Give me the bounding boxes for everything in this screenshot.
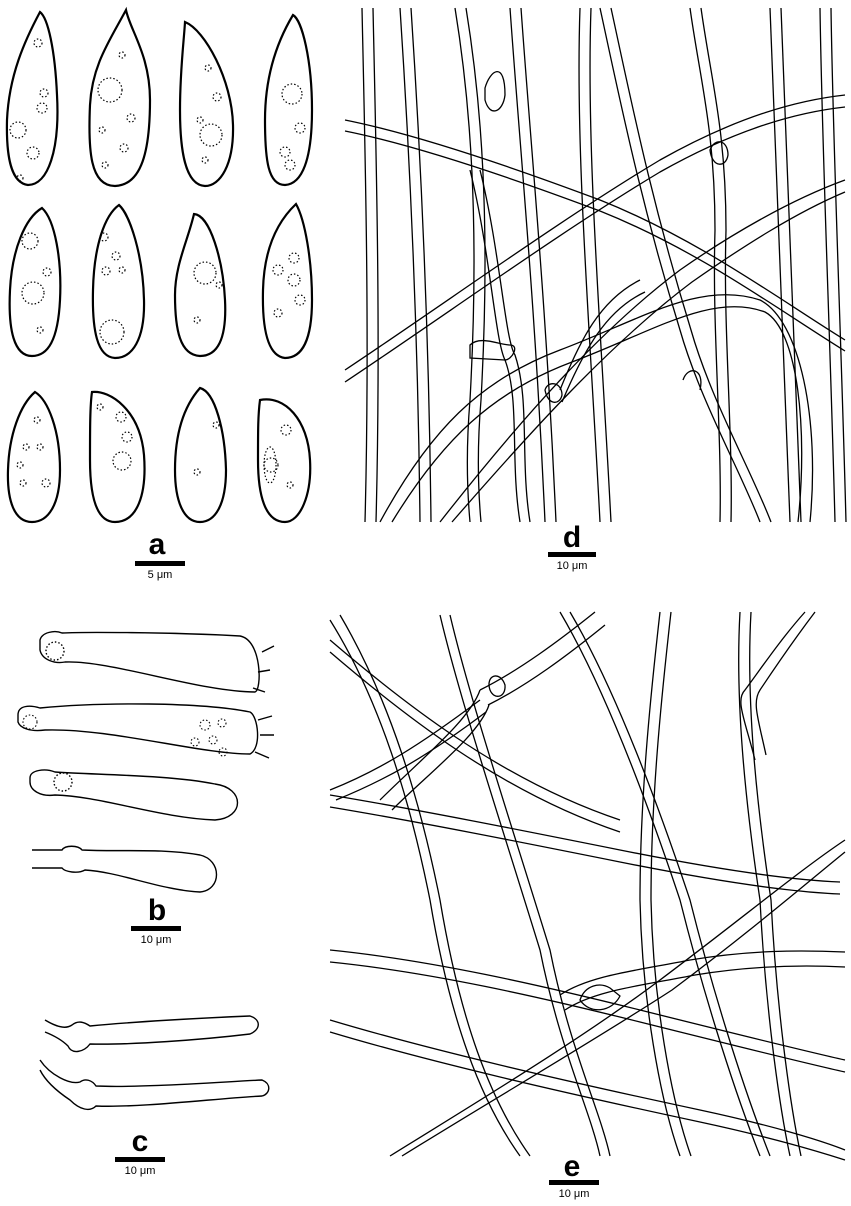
panel-b-scale-bar: 10 μm — [116, 926, 196, 946]
spore — [173, 386, 228, 524]
scale-bar-line — [548, 552, 596, 557]
spore — [178, 20, 235, 188]
panel-e-scale-bar: 10 μm — [534, 1180, 614, 1200]
spore — [5, 10, 59, 187]
spore — [256, 398, 312, 524]
scale-bar-label: 10 μm — [124, 1165, 156, 1177]
spore — [263, 13, 314, 187]
panel-e-hyphae — [329, 611, 846, 1161]
scale-bar-label: 10 μm — [556, 560, 588, 572]
panel-e-letter: e — [563, 1150, 581, 1183]
spore — [8, 206, 62, 358]
spore — [173, 212, 227, 358]
panel-c-letter: c — [131, 1125, 149, 1158]
panel-a-spores — [5, 6, 314, 524]
spore — [91, 203, 146, 360]
panel-d-hyphae — [344, 7, 847, 523]
panel-b-letter: b — [147, 894, 167, 927]
scale-bar-label: 10 μm — [140, 934, 172, 946]
scale-bar-line — [135, 561, 185, 566]
spore — [261, 202, 314, 360]
panel-c-cystidioles — [39, 1015, 270, 1111]
panel-a-scale-bar: 5 μm — [120, 561, 200, 581]
spore — [6, 390, 62, 524]
panel-b-basidia — [17, 631, 275, 893]
spore — [88, 6, 152, 188]
scale-bar-line — [549, 1180, 599, 1185]
spore — [88, 390, 146, 524]
scale-bar-label: 5 μm — [147, 569, 173, 581]
scale-bar-line — [131, 926, 181, 931]
panel-d-letter: d — [562, 521, 582, 554]
panel-c-scale-bar: 10 μm — [100, 1157, 180, 1177]
scale-bar-label: 10 μm — [558, 1188, 590, 1200]
panel-a-letter: a — [148, 528, 166, 561]
scale-bar-line — [115, 1157, 165, 1162]
panel-d-scale-bar: 10 μm — [532, 552, 612, 572]
